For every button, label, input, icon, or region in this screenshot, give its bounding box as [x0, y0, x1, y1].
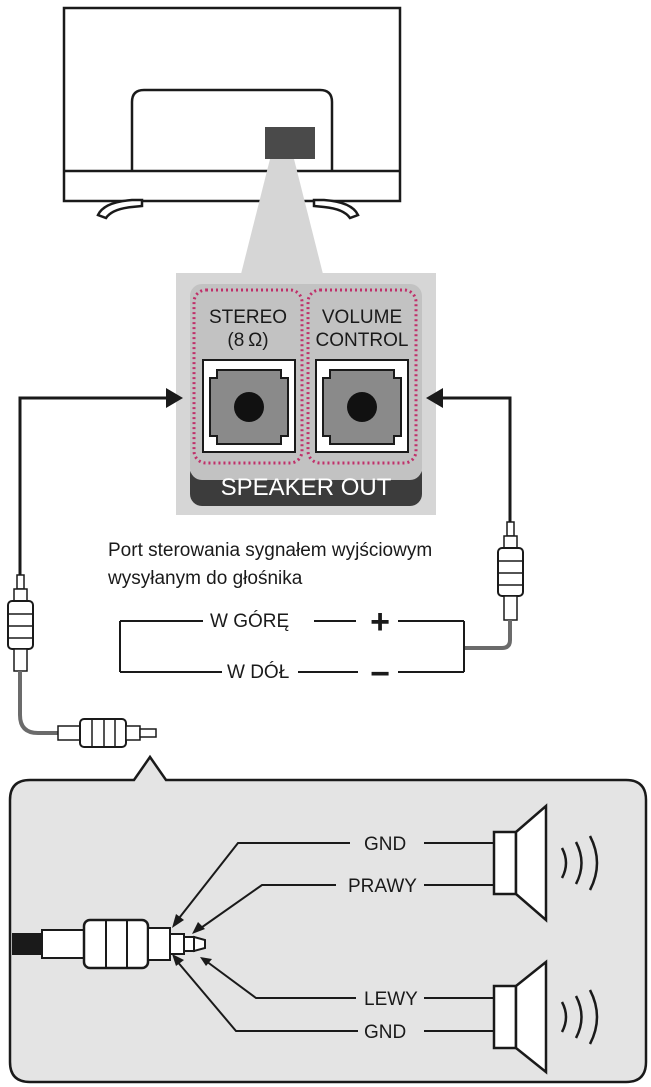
- speaker-out-panel: SPEAKER OUT STEREO (8 Ω) VOLUME CONTROL: [176, 273, 436, 515]
- left-label: LEWY: [364, 989, 418, 1010]
- jack-detail-callout: GND PRAWY LEWY GND: [8, 754, 648, 1084]
- right-speaker-icon: [492, 803, 599, 923]
- volume-control-schematic: W GÓRĘ + W DÓŁ −: [119, 603, 465, 693]
- left-speaker-icon: [492, 959, 599, 1075]
- description-line1: Port sterowania sygnałem wyjściowym: [108, 540, 432, 561]
- speaker-out-label: SPEAKER OUT: [221, 474, 392, 501]
- tv-illustration: [62, 6, 402, 220]
- left-leader: [205, 960, 356, 999]
- gnd-bottom-leader: [175, 959, 358, 1032]
- stereo-cable-wire: [18, 396, 170, 575]
- stereo-cable-plug: [7, 574, 34, 672]
- volume-cable-lower-wire: [464, 620, 512, 650]
- down-label: W DÓŁ: [227, 661, 289, 683]
- minus-symbol: −: [370, 655, 390, 693]
- plus-symbol: +: [370, 603, 390, 641]
- gnd-bottom-label: GND: [364, 1022, 406, 1043]
- tv-port-location: [265, 127, 315, 159]
- description-line2: wysyłanym do głośnika: [107, 568, 303, 589]
- stereo-jack-hole: [234, 392, 264, 422]
- right-label: PRAWY: [348, 876, 417, 897]
- right-leader: [197, 884, 336, 931]
- tv-back: [62, 6, 402, 203]
- stereo-port-highlight: [192, 288, 304, 465]
- tv-stand-right-foot: [312, 198, 360, 220]
- tv-stand-left-foot: [96, 198, 144, 220]
- volume-arrow-head: [426, 388, 443, 408]
- up-label: W GÓRĘ: [210, 610, 289, 632]
- zoom-wedge: [240, 159, 324, 278]
- volume-label-line1: VOLUME: [322, 307, 402, 328]
- stereo-detail-plug: [57, 718, 157, 748]
- stereo-arrow-head: [166, 388, 183, 408]
- volume-cable-plug: [497, 521, 524, 621]
- callout-box: [8, 754, 648, 1084]
- stereo-cable: [7, 388, 183, 748]
- volume-jack-hole: [347, 392, 377, 422]
- stereo-label-line1: STEREO: [209, 307, 287, 328]
- stereo-cable-lower-wire: [18, 671, 58, 735]
- tv-stand-outline: [130, 88, 334, 171]
- gnd-top-label: GND: [364, 834, 406, 855]
- volume-port-highlight: [306, 288, 418, 465]
- detail-jack-plug: [12, 918, 206, 970]
- stereo-label-line2: (8 Ω): [227, 330, 268, 351]
- volume-label-line2: CONTROL: [316, 330, 409, 351]
- volume-cable: [426, 388, 524, 650]
- gnd-top-leader: [175, 842, 350, 923]
- volume-cable-wire: [442, 396, 512, 522]
